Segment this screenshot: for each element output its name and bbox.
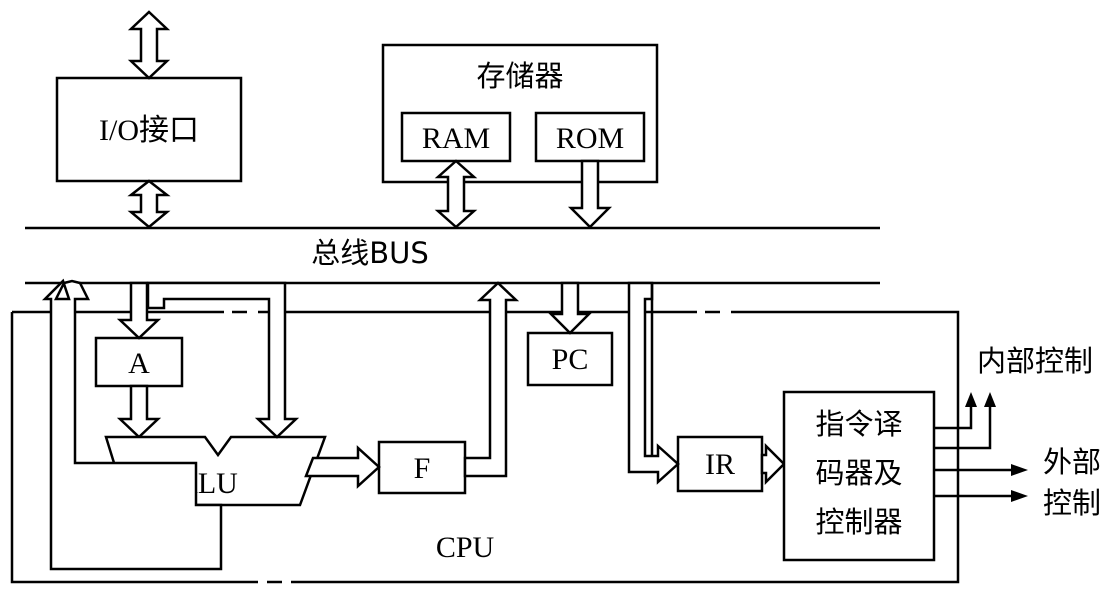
decoder-controller-box (782, 390, 936, 562)
io-bus-double-arrow (127, 179, 171, 229)
a-to-alu-arrow (116, 384, 162, 439)
ram-bus-double-arrow (434, 159, 478, 229)
rom-label: ROM (556, 122, 624, 155)
bus-to-pc-arrow (547, 281, 593, 335)
decoder-line-2: 码器及 (815, 456, 902, 490)
f-to-bus-arrow (463, 281, 520, 478)
ir-label: IR (705, 448, 735, 481)
decoder-line-1: 指令译 (815, 407, 902, 441)
internal-control-arrows (934, 392, 996, 450)
flag-register-label: F (414, 452, 431, 485)
external-control-arrows (934, 464, 1028, 502)
rom-bus-arrow (567, 159, 613, 229)
decoder-line-3: 控制器 (815, 505, 902, 539)
memory-label: 存储器 (476, 59, 563, 93)
alu-to-f-arrow (304, 445, 381, 489)
io-top-double-arrow (127, 10, 171, 80)
cpu-label: CPU (436, 531, 495, 564)
io-interface-box (55, 76, 243, 183)
internal-control-label: 内部控制 (977, 344, 1093, 378)
io-interface-label: I/O接口 (99, 114, 199, 147)
ir-to-decoder-arrow (760, 442, 786, 486)
bus-label: 总线BUS (311, 236, 429, 270)
external-control-line-2: 控制 (1043, 486, 1101, 520)
alu-feedback-arrow (41, 278, 223, 571)
register-a-box (94, 336, 184, 388)
ram-label: RAM (422, 122, 490, 155)
pc-label: PC (552, 343, 589, 376)
register-a-label: A (128, 347, 150, 380)
external-control-line-1: 外部 (1043, 445, 1101, 479)
bus-to-alu-right-arrow (146, 281, 300, 439)
